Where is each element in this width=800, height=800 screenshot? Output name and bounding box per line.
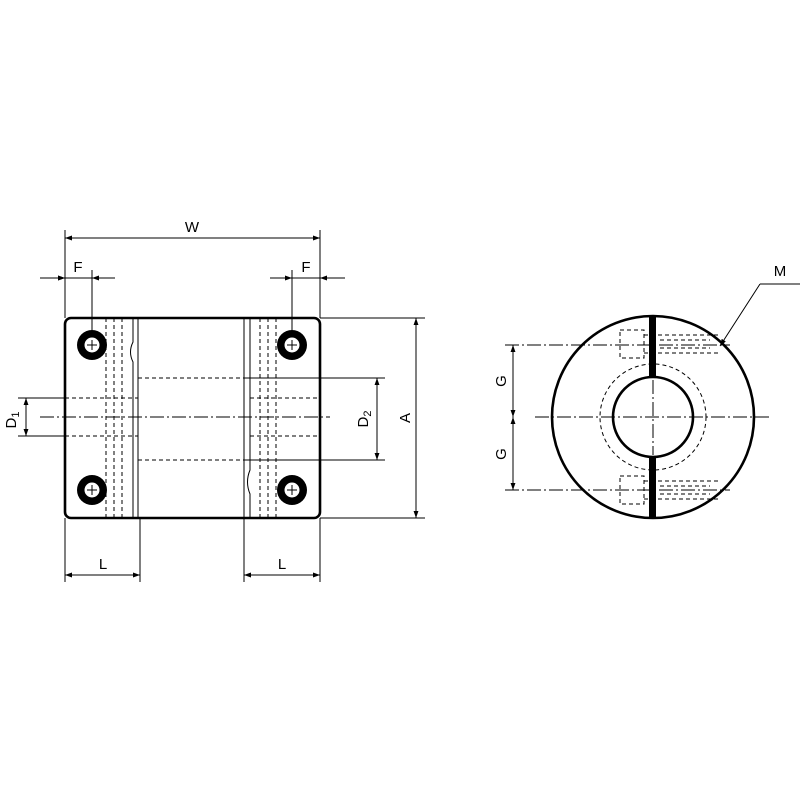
screw-top-hidden [619,329,720,359]
leader-m: M [719,263,800,347]
bolt-top-left [77,330,107,360]
label-g-top: G [493,375,510,387]
front-body-outline [63,316,322,520]
dimension-d2: D2 [244,377,385,461]
side-view: G G M [493,263,800,520]
dimension-f-left: F [40,259,115,330]
label-g-bottom: G [493,448,510,460]
label-d1-subscript: 1 [10,412,22,418]
dimension-g-bottom: G [493,417,516,490]
bolt-bottom-right [277,475,307,505]
label-d2-subscript: 2 [362,411,374,417]
label-d2: D2 [355,411,374,428]
bolt-bottom-left [77,475,107,505]
label-f-left: F [73,259,82,276]
dimension-l-left: L [64,518,141,582]
label-w: W [185,219,200,236]
label-d1: D1 [3,412,22,429]
front-view: W F F D1 [3,219,425,582]
label-d1-letter: D [3,417,20,428]
label-l-left: L [99,556,107,573]
dimension-l-right: L [243,518,321,582]
dimension-d1: D1 [3,397,65,437]
label-d2-letter: D [355,416,372,427]
label-m: M [774,263,787,280]
label-a: A [397,413,414,423]
slit-top [649,316,656,378]
dimension-a: A [320,317,425,519]
dimension-w: W [64,219,321,318]
slit-bottom [649,456,656,518]
bolt-hidden-lines [65,318,320,518]
center-section [130,318,251,518]
dimension-f-right: F [270,259,345,330]
label-f-right: F [301,259,310,276]
dimension-g-top: G [493,345,516,417]
label-l-right: L [278,556,286,573]
bolt-top-right [277,330,307,360]
